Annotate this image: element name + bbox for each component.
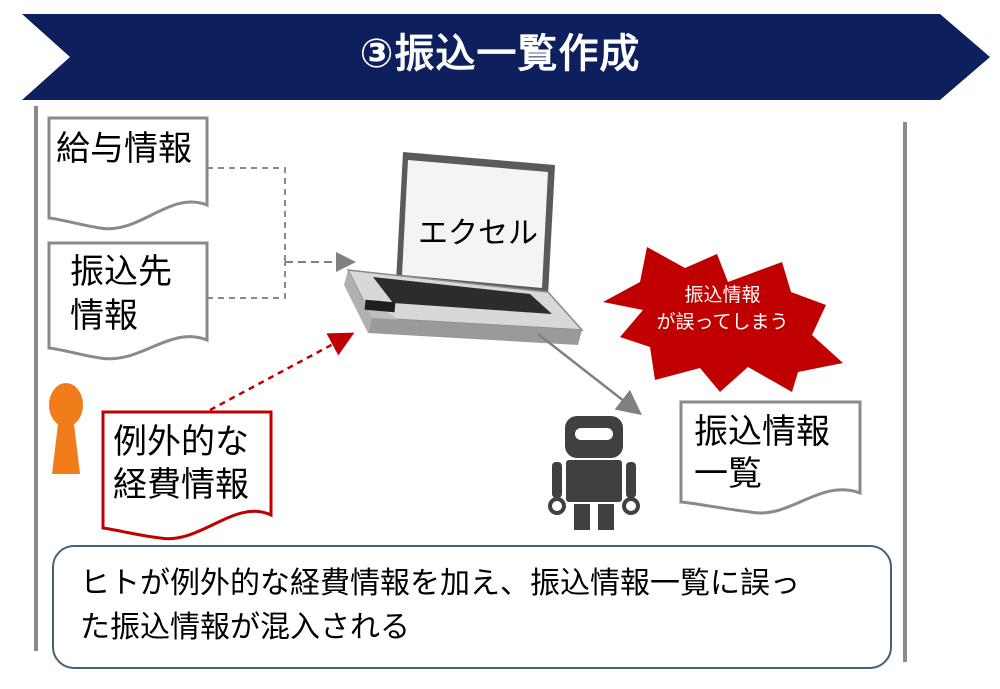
transfer-dest-label-line2: 情報	[70, 296, 138, 336]
page-title: ③振込一覧作成	[359, 31, 641, 77]
transfer-list-document-shape	[679, 400, 862, 515]
salary-document-shape	[47, 116, 209, 231]
left-divider	[34, 106, 38, 651]
transfer-list-label-line2: 一覧	[694, 454, 762, 494]
person-icon	[49, 383, 83, 474]
summary-line2: た振込情報が混入される	[80, 610, 410, 645]
transfer-dest-label-line1: 振込先	[70, 252, 172, 292]
right-divider	[903, 122, 907, 662]
excel-label: エクセル	[418, 216, 538, 251]
warning-line1: 振込情報	[684, 284, 761, 306]
exception-document-shape	[101, 410, 273, 541]
warning-burst	[603, 247, 843, 392]
header-banner	[22, 14, 990, 100]
banner-arrow-shape	[22, 14, 990, 100]
salary-info-label: 給与情報	[56, 129, 192, 169]
summary-line1: ヒトが例外的な経費情報を加え、振込情報一覧に誤っ	[80, 566, 800, 601]
salary-connector	[207, 167, 286, 262]
output-arrow	[537, 333, 642, 416]
dest-connector	[207, 262, 286, 299]
exception-arrow	[209, 332, 355, 412]
transfer-list-label-line1: 振込情報	[694, 412, 830, 452]
robot-icon	[548, 416, 640, 530]
warning-line2: が誤ってしまう	[656, 311, 789, 333]
exception-label-line2: 経費情報	[113, 465, 249, 505]
laptop-icon	[344, 152, 584, 345]
summary-box	[52, 545, 892, 669]
transfer-dest-document-shape	[47, 241, 209, 361]
exception-label-line1: 例外的な	[113, 422, 249, 462]
